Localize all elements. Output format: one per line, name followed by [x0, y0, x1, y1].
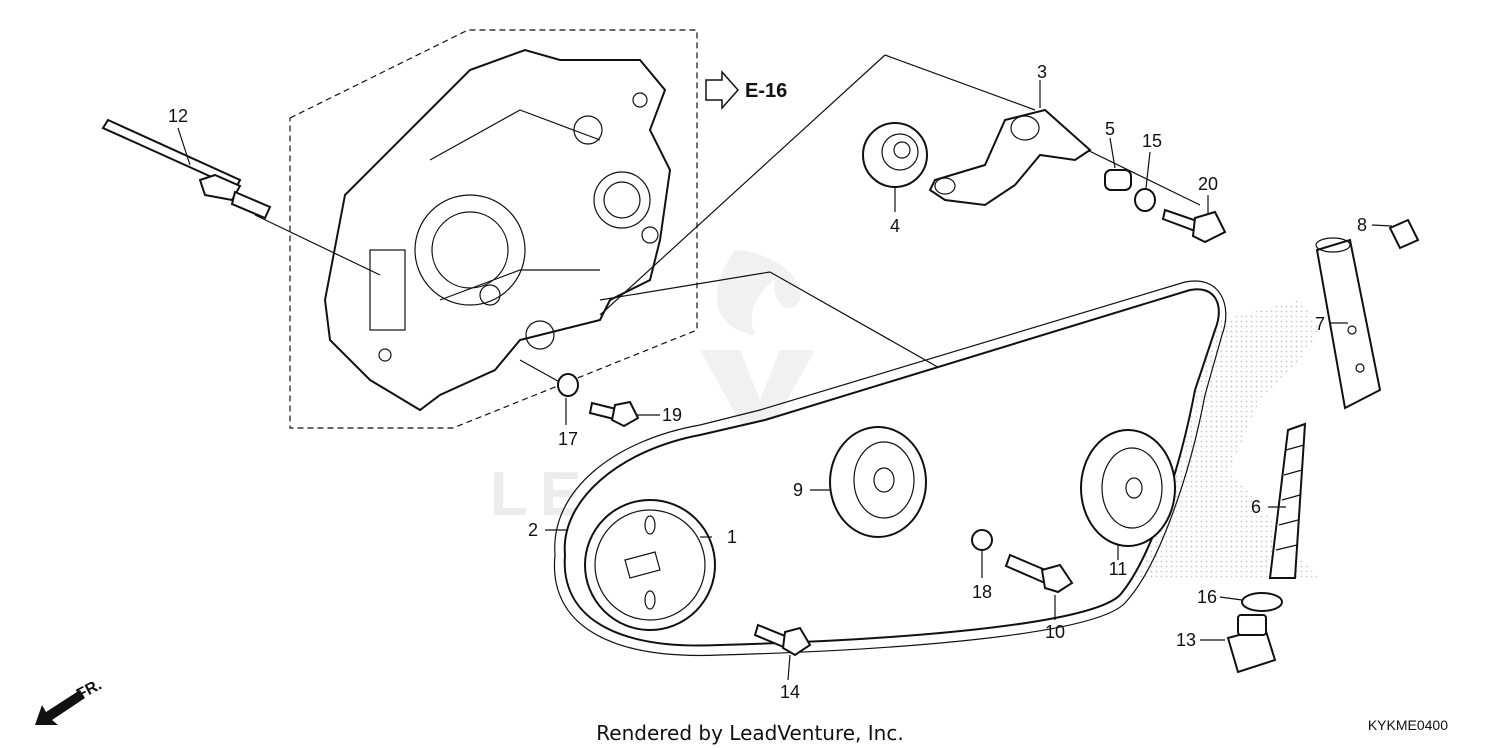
watermark-logo-icon: [716, 250, 801, 335]
washer-16: [1241, 592, 1283, 612]
watermark-v-icon: [700, 350, 815, 440]
callout-18: 18: [972, 582, 992, 602]
callout-7: 7: [1315, 314, 1325, 334]
plug-13: [1226, 614, 1277, 674]
cam-sprocket-1: [584, 499, 716, 631]
reference-e16: E-16: [705, 70, 787, 110]
callout-leaders: [177, 80, 1393, 681]
spring-6: [1268, 422, 1307, 579]
arrow-right-icon: [705, 70, 740, 110]
callout-11: 11: [1109, 559, 1128, 579]
callout-17: 17: [558, 429, 578, 449]
crankcase-dashed-box: [289, 29, 698, 429]
washer-18: [971, 529, 993, 551]
cap-8: [1388, 218, 1420, 250]
callout-14: 14: [780, 682, 800, 702]
callout-10: 10: [1045, 622, 1065, 642]
callout-5: 5: [1105, 119, 1115, 139]
crankcase: [323, 48, 672, 412]
tensioner-arm-3: [928, 108, 1092, 207]
diagram-code: KYKME0400: [1368, 717, 1448, 733]
collar-5: [1104, 169, 1132, 191]
bolt-14: [753, 623, 812, 657]
bolt-20: [1161, 208, 1227, 244]
callout-3: 3: [1037, 62, 1047, 82]
callout-4: 4: [890, 216, 900, 236]
callout-16: 16: [1197, 587, 1217, 607]
arrow-down-left-icon: [35, 690, 85, 725]
bolt-19: [588, 400, 640, 428]
callout-13: 13: [1176, 630, 1196, 650]
tube-7: [1315, 238, 1382, 410]
sprocket-11: [1080, 429, 1176, 547]
callout-8: 8: [1357, 215, 1367, 235]
callout-12: 12: [168, 106, 188, 126]
callout-9: 9: [793, 480, 803, 500]
roller-9: [829, 426, 927, 538]
callout-2: 2: [528, 520, 538, 540]
bolt-12: [101, 118, 272, 220]
footer-credit: Rendered by LeadVenture, Inc.: [596, 721, 903, 745]
callout-6: 6: [1251, 497, 1261, 517]
reference-label: E-16: [745, 80, 787, 102]
front-indicator: FR.: [35, 676, 105, 725]
washer-15: [1134, 188, 1156, 212]
washer-17: [557, 373, 579, 397]
callout-19: 19: [662, 405, 682, 425]
callout-15: 15: [1142, 131, 1162, 151]
sprocket-4: [862, 122, 928, 188]
spring-coils: [1275, 444, 1305, 551]
bolt-10: [1004, 553, 1074, 594]
callouts: 12 3 4 5 15 20 8 7 6 16 13 9 11 18 10 1 …: [168, 62, 1367, 702]
callout-20: 20: [1198, 174, 1218, 194]
callout-1: 1: [727, 527, 737, 547]
